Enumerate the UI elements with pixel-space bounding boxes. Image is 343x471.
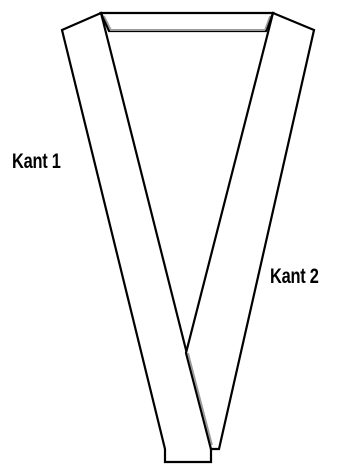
top-band [99, 11, 275, 33]
right-strap [184, 11, 316, 451]
left-strap [60, 11, 213, 464]
edge-1-label: Kant 1 [12, 150, 61, 173]
right-strap-inner-edge [187, 352, 213, 446]
edge-2-label: Kant 2 [270, 265, 319, 288]
right-strap-top-inner-edge [264, 15, 271, 31]
left-strap-inner-edge [103, 15, 112, 31]
